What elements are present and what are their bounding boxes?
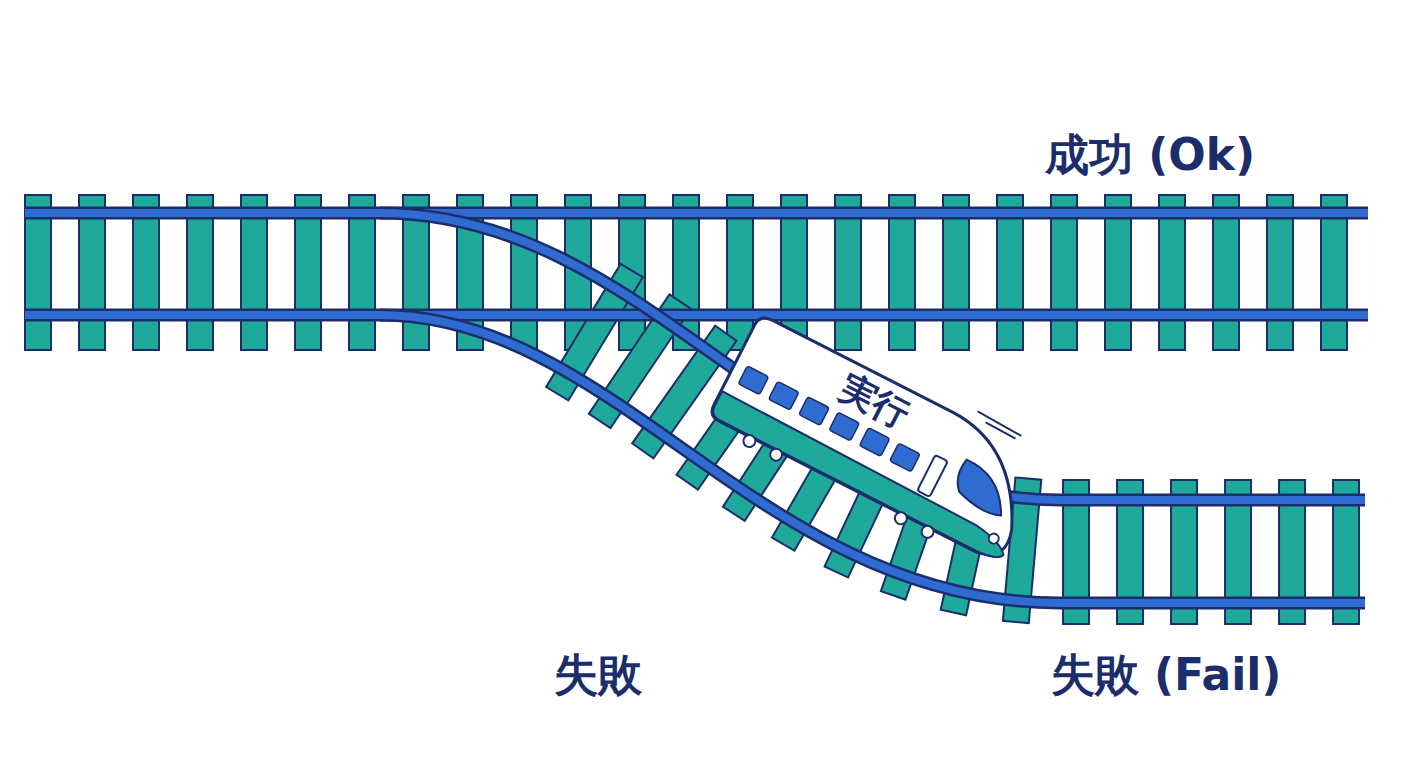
train-wheel (741, 433, 757, 449)
guide-path (380, 264, 1365, 552)
train-window (890, 443, 920, 472)
train-window (738, 366, 768, 395)
train-windshield (949, 459, 1017, 518)
train-wheel (893, 510, 909, 526)
train-window (768, 381, 798, 410)
branch-rail (380, 315, 1365, 603)
train-wheel (768, 447, 784, 463)
rail (25, 207, 1368, 220)
rail (25, 309, 1368, 322)
train-body (708, 314, 1049, 563)
rail (25, 311, 1368, 319)
track-label: 成功 (Ok) (1045, 126, 1255, 185)
track-label: 失敗 (554, 646, 642, 705)
branch-rail (380, 315, 1365, 603)
track-label: 失敗 (Fail) (1051, 646, 1282, 705)
rails (25, 213, 1368, 603)
train-headlight (987, 532, 1000, 545)
train-wheel (920, 524, 936, 540)
train-window (799, 397, 829, 426)
rail (25, 209, 1368, 217)
train-door (917, 455, 948, 497)
